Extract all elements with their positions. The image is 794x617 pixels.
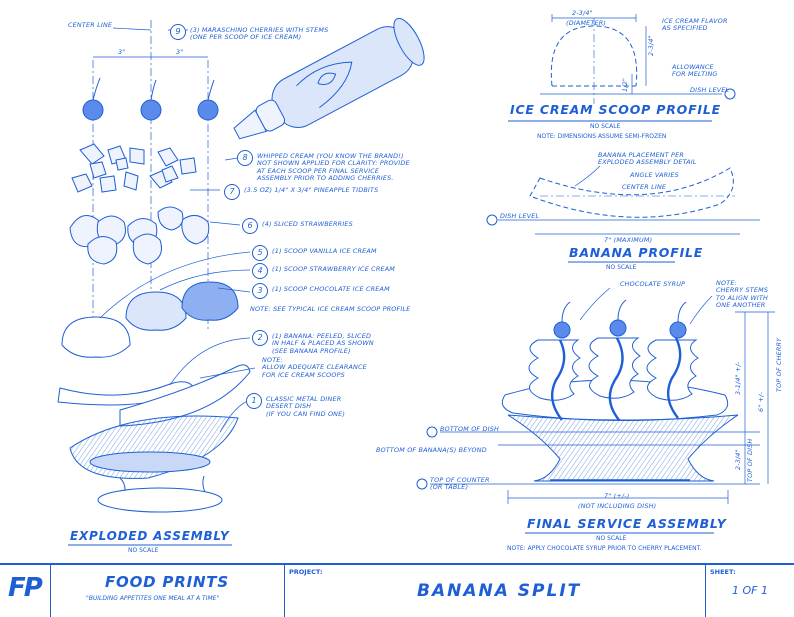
banana-center-line: CENTER LINE [622, 183, 667, 191]
company-slogan: "BUILDING APPETITES ONE MEAL AT A TIME" [86, 595, 220, 602]
callout-text: (4) SLICED STRAWBERRIES [262, 220, 353, 228]
final-dim-width: 7" (+/-) [604, 492, 630, 500]
final-syrup-label: CHOCOLATE SYRUP [620, 280, 686, 288]
callout-number: 6 [242, 218, 258, 234]
callout-number: 5 [252, 245, 268, 261]
final-assembly-drawing [416, 287, 775, 504]
scoop-dim-height: 2-3/4" [647, 35, 655, 56]
company-logo: FP [8, 573, 43, 603]
scoop-dish-level: DISH LEVEL [690, 86, 730, 94]
final-bottom-dish: BOTTOM OF DISH [440, 425, 500, 433]
banana-profile-scale: NO SCALE [606, 264, 637, 271]
callout-number: 1 [246, 393, 262, 409]
callout-number: 7 [224, 184, 240, 200]
exploded-dish [69, 415, 239, 513]
title-block-company-cell: FOOD PRINTS "BUILDING APPETITES ONE MEAL… [50, 565, 285, 617]
scoop-diameter-label: (DIAMETER) [566, 19, 607, 27]
cherry-shapes [82, 77, 219, 121]
callout-number: 8 [237, 150, 253, 166]
scoop-profile-scale: NO SCALE [590, 123, 621, 130]
exploded-center-line-label: CENTER LINE [68, 21, 113, 29]
callout-text: WHIPPED CREAM (YOU KNOW THE BRAND!) NOT … [257, 152, 410, 183]
banana-profile-drawing [486, 165, 760, 235]
exploded-dim-right: 3" [176, 48, 184, 56]
scoop-dim-diameter: 2-3/4" [572, 9, 593, 17]
scoop-profile-drawing [540, 14, 736, 104]
final-assembly-title: FINAL SERVICE ASSEMBLY [527, 516, 727, 531]
callout-text: (3) MARASCHINO CHERRIES WITH STEMS (ONE … [190, 26, 329, 42]
company-name: FOOD PRINTS [105, 573, 229, 591]
title-block-project-cell: PROJECT: BANANA SPLIT [285, 565, 706, 617]
scoop-profile-title: ICE CREAM SCOOP PROFILE [510, 102, 721, 117]
callout-text: (1) SCOOP VANILLA ICE CREAM [272, 247, 377, 255]
banana-placement-note: BANANA PLACEMENT PER EXPLODED ASSEMBLY D… [598, 151, 697, 167]
final-top-cherry: TOP OF CHERRY [775, 337, 783, 392]
sheet-number: 1 OF 1 [732, 584, 768, 597]
final-dim-width-note: (NOT INCLUDING DISH) [578, 502, 657, 510]
scoop-dim-allow: 1/2" [621, 77, 629, 92]
callout-text: (3.5 OZ) 1/4" X 3/4" PINEAPPLE TIDBITS [244, 186, 379, 194]
callout-number: 2 [252, 330, 268, 346]
final-dim-total: 6" +/- [757, 391, 765, 412]
sheet-label: SHEET: [710, 568, 736, 576]
note-clearance: NOTE: ALLOW ADEQUATE CLEARANCE FOR ICE C… [262, 356, 367, 379]
banana-dish-level: DISH LEVEL [500, 212, 540, 220]
callout-text: (1) SCOOP STRAWBERRY ICE CREAM [272, 265, 396, 273]
final-dim-lower: 2-3/4" [734, 449, 742, 470]
final-syrup-note: NOTE: APPLY CHOCOLATE SYRUP PRIOR TO CHE… [507, 545, 702, 552]
callout-number: 3 [252, 283, 268, 299]
callout-number: 9 [170, 24, 186, 40]
exploded-scale: NO SCALE [128, 547, 159, 554]
title-block-logo-cell: FP [0, 565, 51, 617]
exploded-dim-left: 3" [118, 48, 126, 56]
final-top-counter: TOP OF COUNTER (OR TABLE) [430, 476, 490, 492]
final-bottom-banana: BOTTOM OF BANANA(S) BEYOND [376, 446, 487, 454]
ice-cream-scoops [61, 281, 239, 358]
sliced-strawberries [69, 206, 210, 265]
callout-text: CLASSIC METAL DINER DESERT DISH (IF YOU … [266, 395, 346, 418]
title-block-sheet-cell: SHEET: 1 OF 1 [706, 565, 792, 617]
whipped-cream-can [233, 17, 425, 140]
pineapple-tidbits [71, 143, 197, 193]
final-top-dish: TOP OF DISH [746, 438, 754, 482]
banana-dim: 7" (MAXIMUM) [604, 236, 653, 244]
callout-number: 4 [252, 263, 268, 279]
banana-angle-note: ANGLE VARIES [630, 171, 679, 179]
final-assembly-scale: NO SCALE [596, 535, 627, 542]
project-name: BANANA SPLIT [417, 581, 582, 601]
final-stems-note: NOTE: CHERRY STEMS TO ALIGN WITH ONE ANO… [716, 279, 769, 310]
scoop-allowance-note: ALLOWANCE FOR MELTING [672, 63, 718, 79]
title-block: FP FOOD PRINTS "BUILDING APPETITES ONE M… [0, 563, 794, 617]
note-scoop-profile: NOTE: SEE TYPICAL ICE CREAM SCOOP PROFIL… [250, 305, 411, 313]
final-dim-upper: 3-1/4" +/- [734, 361, 742, 395]
exploded-title: EXPLODED ASSEMBLY [70, 529, 230, 543]
scoop-profile-note: NOTE: DIMENSIONS ASSUME SEMI-FROZEN [537, 133, 667, 140]
scoop-flavor-note: ICE CREAM FLAVOR AS SPECIFIED [662, 17, 728, 33]
callout-text: (1) SCOOP CHOCOLATE ICE CREAM [272, 285, 390, 293]
project-label: PROJECT: [289, 568, 323, 576]
banana-profile-title: BANANA PROFILE [569, 245, 704, 260]
callout-text: (1) BANANA: PEELED, SLICED IN HALF & PLA… [272, 332, 374, 355]
